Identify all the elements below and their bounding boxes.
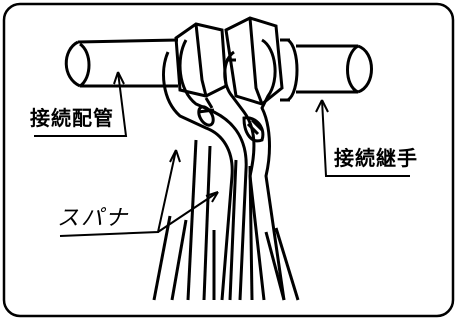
leader-lines [34,71,410,237]
connection-pipe-label: 接続配管 [30,106,114,130]
connection-pipe [64,38,179,88]
frame-border [2,2,455,318]
connection-joint-label: 接続継手 [334,146,418,170]
spanner-handles [152,215,300,301]
spanner-label: スパナ [57,206,130,231]
connection-joint-pipe [280,38,373,102]
spanner-left [162,39,248,301]
spanner-right [223,38,286,301]
